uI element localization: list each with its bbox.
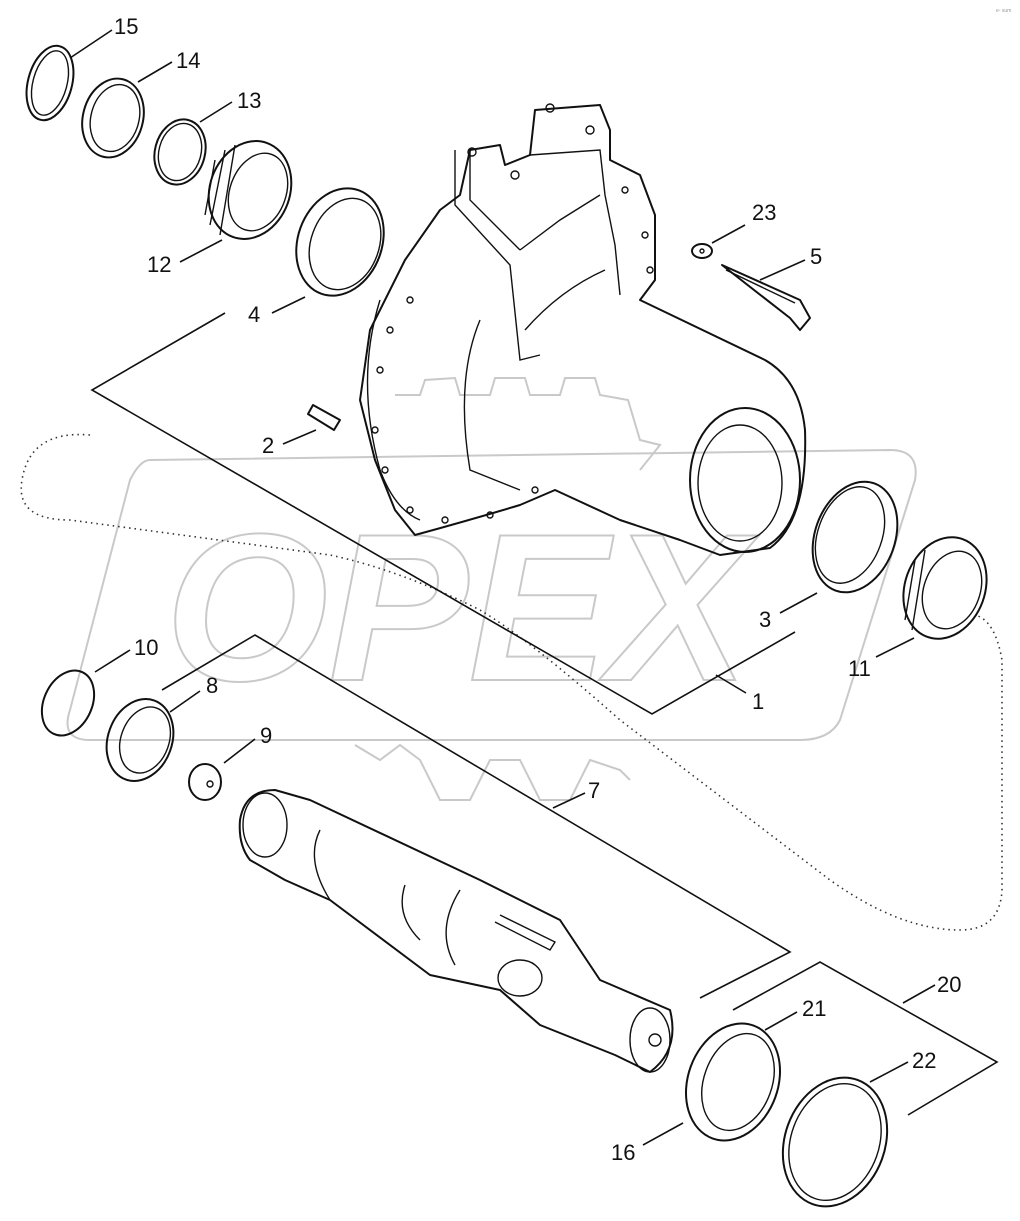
- callout-12: 12: [147, 252, 171, 277]
- cap-9: [188, 763, 222, 801]
- callout-9: 9: [260, 723, 272, 748]
- callout-1: 1: [752, 689, 764, 714]
- seal-8: [105, 698, 175, 782]
- callout-7: 7: [588, 778, 600, 803]
- spacer-14: [81, 77, 145, 159]
- bracket-part-7: [161, 634, 792, 999]
- bearing-cup-4: [295, 187, 385, 297]
- callout-3: 3: [759, 607, 771, 632]
- bearing-cone-12: [204, 140, 293, 240]
- bearing-cup-3: [811, 480, 899, 594]
- seal-16: [684, 1022, 782, 1142]
- leader-lines: [69, 29, 936, 1146]
- callout-22: 22: [912, 1048, 936, 1073]
- callout-5: 5: [810, 244, 822, 269]
- axle-housing: [359, 103, 807, 556]
- o-ring-10: [40, 669, 96, 737]
- callout-15: 15: [114, 14, 138, 39]
- washer-23: [691, 243, 713, 259]
- callout-21: 21: [802, 996, 826, 1021]
- snap-ring-15: [25, 44, 75, 122]
- callout-14: 14: [176, 48, 200, 73]
- dotted-assembly-path: [20, 433, 1003, 931]
- bearing-cone-11: [902, 536, 988, 640]
- dowel-pin-2: [307, 404, 341, 431]
- bolt-5: [721, 264, 811, 331]
- callout-8: 8: [206, 673, 218, 698]
- callout-10: 10: [134, 635, 158, 660]
- watermark-text: OPEX: [165, 490, 759, 725]
- opex-watermark: OPEX: [66, 376, 917, 801]
- bracket-part-20: [732, 961, 999, 1116]
- shim-13: [153, 118, 207, 186]
- callout-11: 11: [848, 656, 871, 681]
- bracket-part-1: [90, 312, 796, 715]
- callout-16: 16: [611, 1140, 635, 1165]
- callout-23: 23: [752, 200, 776, 225]
- seal-22: [781, 1076, 889, 1208]
- callout-20: 20: [937, 972, 961, 997]
- corner-mark: e- sum: [996, 8, 1011, 14]
- callout-4: 4: [248, 302, 260, 327]
- callout-13: 13: [237, 88, 261, 113]
- callout-2: 2: [262, 433, 274, 458]
- axle-shaft-7: [238, 789, 674, 1073]
